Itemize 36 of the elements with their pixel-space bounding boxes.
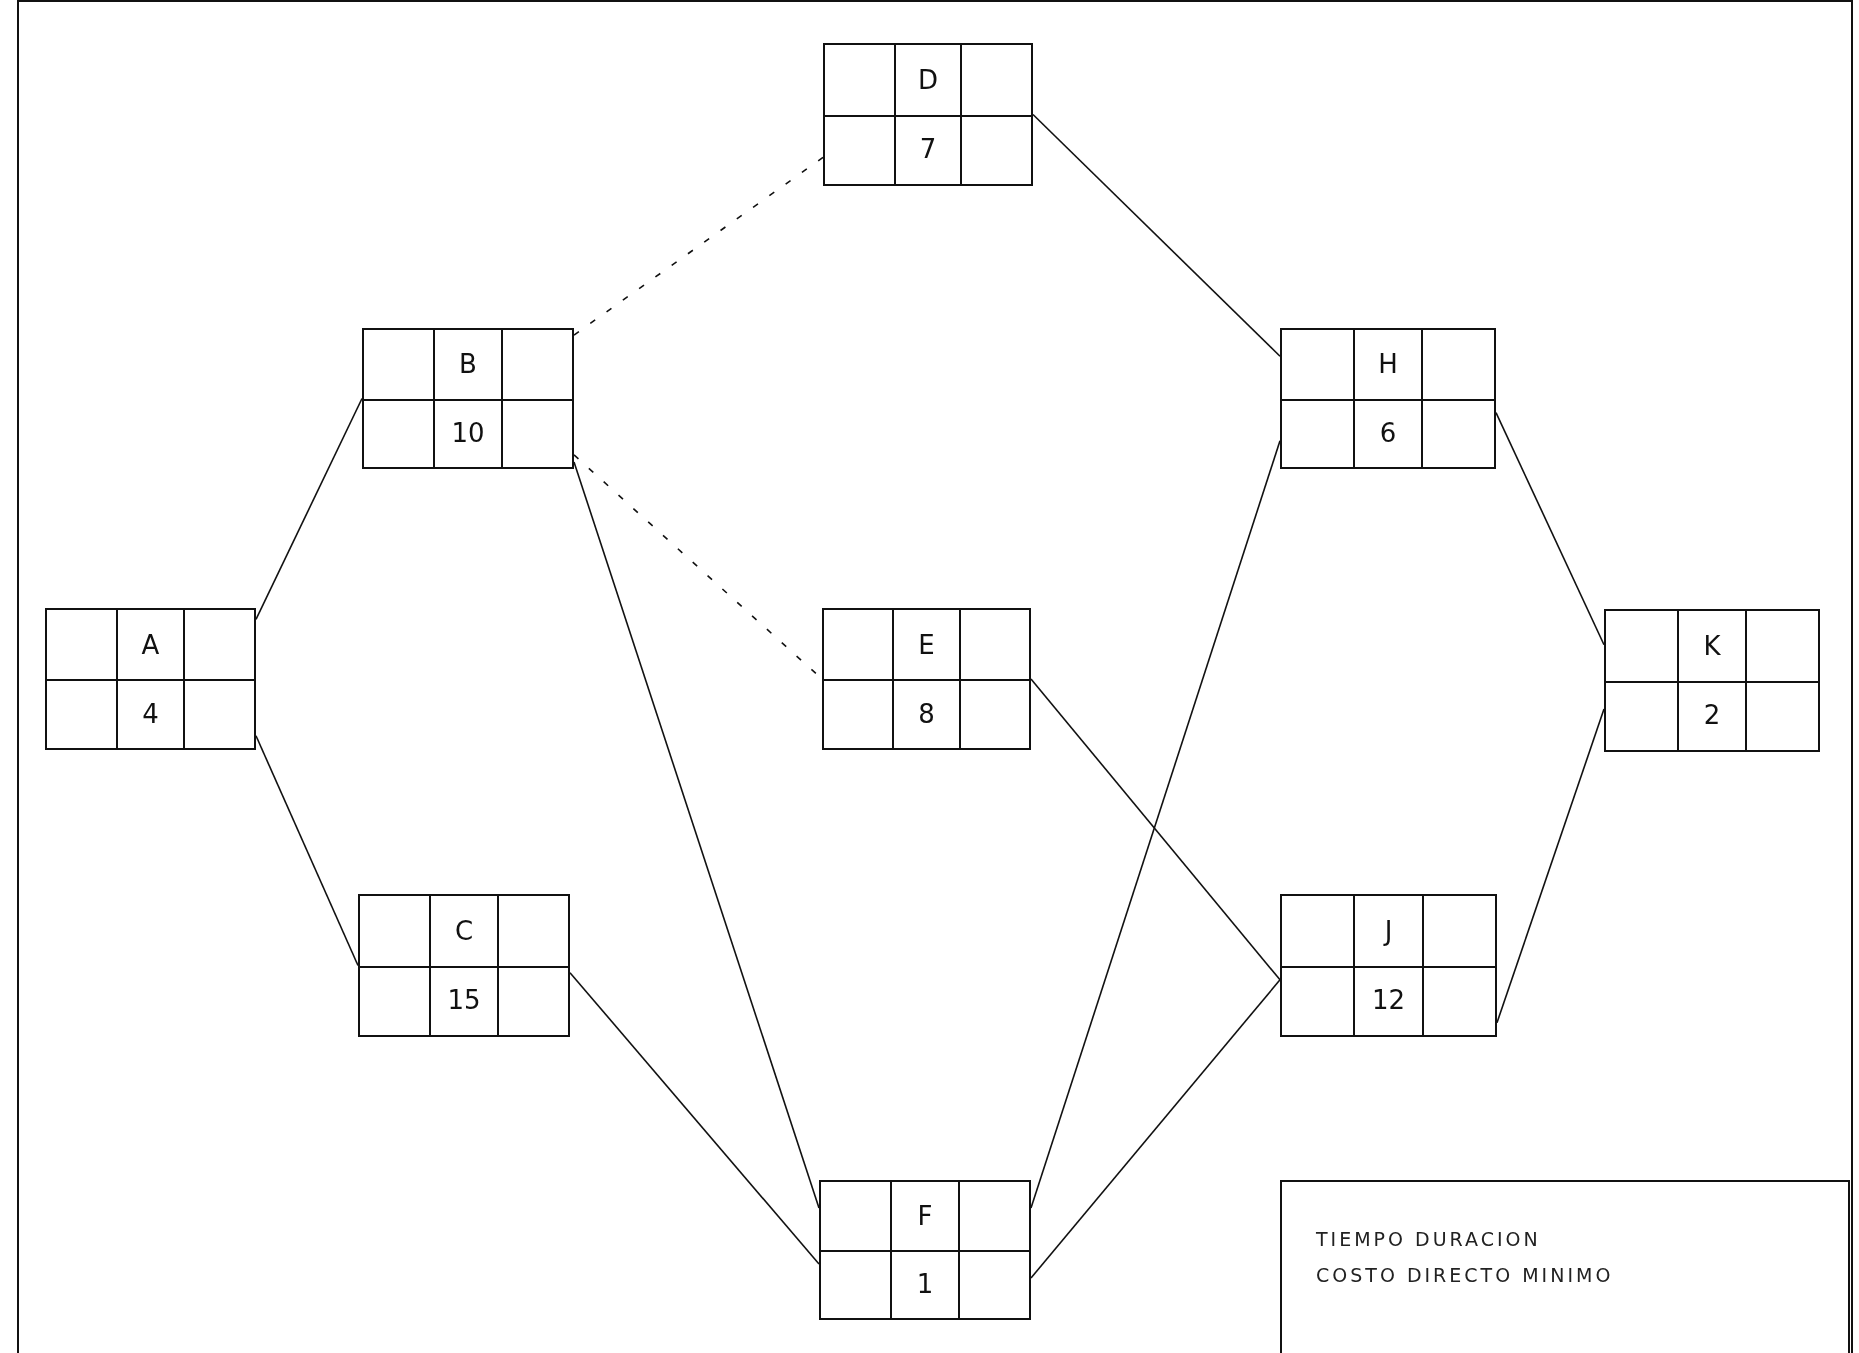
activity-label: H — [1352, 330, 1424, 399]
activity-box — [358, 894, 570, 1037]
activity-label: D — [893, 45, 963, 115]
activity-label: C — [429, 896, 499, 966]
note-panel — [1280, 1180, 1850, 1353]
activity-label: E — [892, 610, 961, 679]
note-text: COSTO DIRECTO MINIMO — [1316, 1264, 1614, 1286]
note-text: TIEMPO DURACION — [1316, 1228, 1541, 1250]
connector-line — [1030, 979, 1281, 1279]
activity-box — [822, 608, 1031, 750]
activity-label: F — [890, 1182, 960, 1250]
duration-label: 6 — [1352, 398, 1424, 467]
duration-label: 10 — [433, 398, 503, 467]
connector-line — [255, 735, 359, 967]
duration-label: 7 — [893, 114, 963, 184]
activity-box — [819, 1180, 1031, 1320]
activity-label: K — [1676, 611, 1748, 681]
activity-box — [823, 43, 1033, 186]
activity-box — [1280, 894, 1497, 1037]
connector-line — [573, 156, 824, 336]
duration-label: 12 — [1353, 965, 1424, 1035]
activity-box — [362, 328, 574, 469]
activity-label: J — [1353, 896, 1424, 966]
duration-label: 1 — [890, 1250, 960, 1318]
duration-label: 8 — [892, 679, 961, 748]
duration-label: 2 — [1676, 680, 1748, 750]
connector-line — [569, 971, 820, 1265]
duration-label: 4 — [116, 679, 185, 748]
connector-line — [1030, 678, 1281, 981]
connector-line — [1032, 113, 1281, 357]
activity-box — [45, 608, 256, 750]
duration-label: 15 — [429, 965, 499, 1035]
activity-label: A — [116, 610, 185, 679]
activity-box — [1604, 609, 1820, 752]
activity-label: B — [433, 330, 503, 399]
activity-box — [1280, 328, 1496, 469]
